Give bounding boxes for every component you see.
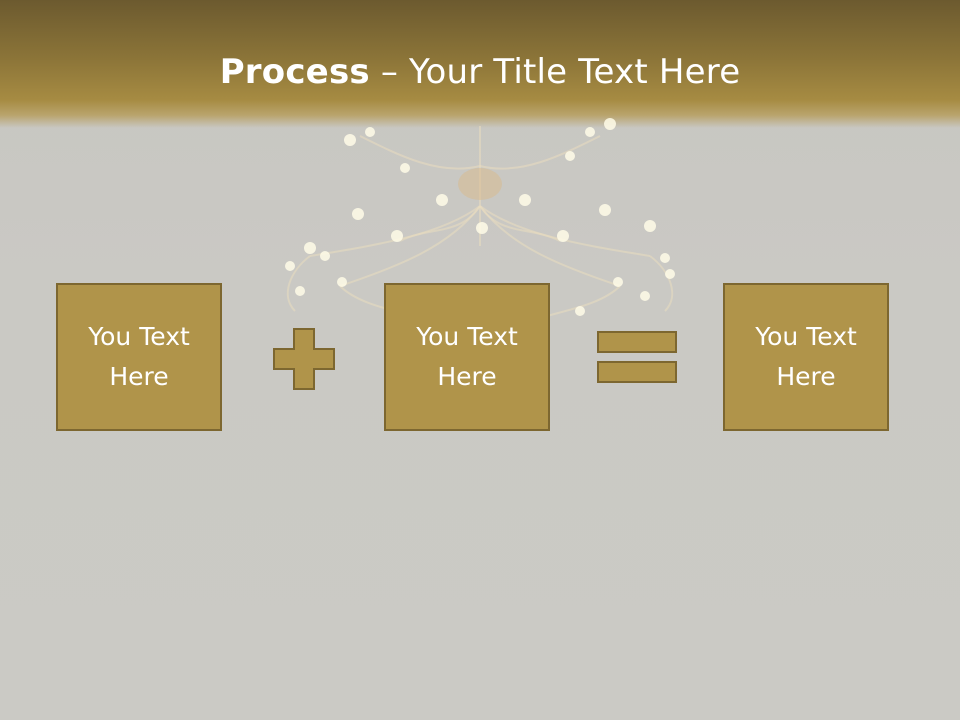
equals-icon bbox=[597, 331, 677, 383]
chandelier-background-image bbox=[285, 118, 675, 322]
process-step-box-3[interactable]: You Text Here bbox=[723, 283, 889, 431]
process-step-box-1[interactable]: You Text Here bbox=[56, 283, 222, 431]
slide-title[interactable]: Process – Your Title Text Here bbox=[0, 52, 960, 92]
header-band bbox=[0, 0, 960, 128]
process-step-text-3: You Text Here bbox=[755, 322, 857, 391]
process-step-text-1: You Text Here bbox=[88, 322, 190, 391]
slide-title-rest: – Your Title Text Here bbox=[369, 52, 741, 92]
process-step-text-2: You Text Here bbox=[416, 322, 518, 391]
plus-icon bbox=[273, 328, 335, 390]
process-step-box-2[interactable]: You Text Here bbox=[384, 283, 550, 431]
slide-title-bold: Process bbox=[219, 52, 370, 92]
